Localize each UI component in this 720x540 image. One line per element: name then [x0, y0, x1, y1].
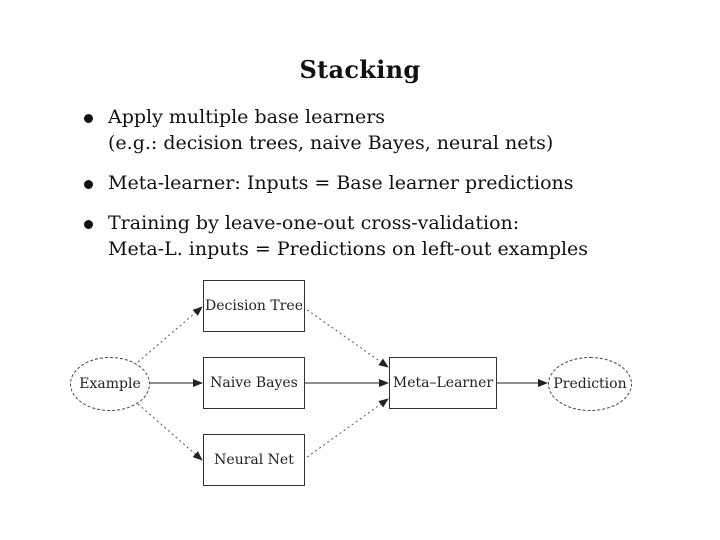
example-label: Example	[79, 376, 141, 392]
meta-learner-label: Meta–Learner	[392, 375, 494, 391]
example-node: Example	[70, 357, 150, 411]
naive-bayes-node: Naive Bayes	[203, 357, 305, 409]
bullet-meta-learner: Meta-learner: Inputs = Base learner pred…	[84, 170, 588, 196]
bullet-base-learners: Apply multiple base learners (e.g.: deci…	[84, 104, 588, 156]
decision-tree-node: Decision Tree	[203, 280, 305, 332]
decision-tree-label: Decision Tree	[205, 298, 303, 314]
bullet-text: Training by leave-one-out cross-validati…	[108, 212, 520, 234]
edge-example-neural-net	[137, 403, 203, 461]
bullet-list: Apply multiple base learners (e.g.: deci…	[84, 100, 588, 262]
bullet-subtext: (e.g.: decision trees, naive Bayes, neur…	[108, 132, 554, 154]
slide-title: Stacking	[299, 55, 421, 84]
bullet-training: Training by leave-one-out cross-validati…	[84, 210, 588, 262]
prediction-label: Prediction	[553, 376, 627, 392]
meta-learner-node: Meta–Learner	[389, 357, 497, 409]
bullet-subtext: Meta-L. inputs = Predictions on left-out…	[108, 238, 589, 260]
neural-net-node: Neural Net	[203, 434, 305, 486]
neural-net-label: Neural Net	[214, 452, 294, 468]
naive-bayes-label: Naive Bayes	[210, 375, 298, 391]
bullet-text: Apply multiple base learners	[108, 106, 386, 128]
prediction-node: Prediction	[548, 357, 632, 411]
edge-decision-tree-meta	[302, 306, 389, 368]
edge-example-decision-tree	[137, 306, 203, 363]
bullet-text: Meta-learner: Inputs = Base learner pred…	[108, 172, 574, 194]
edge-neural-net-meta	[302, 398, 389, 461]
